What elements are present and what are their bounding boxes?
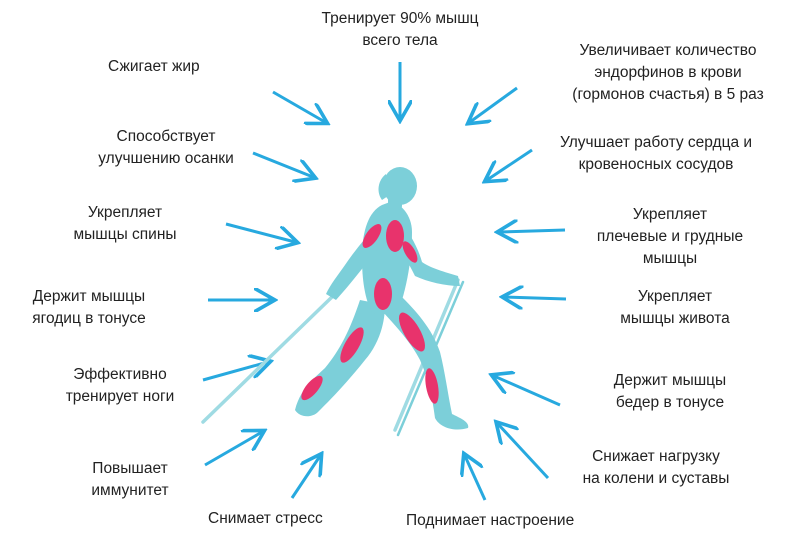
label-abs: Укрепляет мышцы живота bbox=[600, 286, 750, 330]
arrow-mood bbox=[465, 456, 487, 501]
arrow-back bbox=[225, 222, 295, 242]
nordic-walker-figure-icon bbox=[201, 167, 469, 437]
label-line: Держит мышцы bbox=[32, 288, 146, 305]
label-immunity: Повышает иммунитет bbox=[70, 458, 190, 502]
arrows-group bbox=[202, 62, 567, 501]
label-line: улучшению осанки bbox=[98, 150, 234, 167]
arrow-legs bbox=[202, 362, 268, 382]
label-line: мышцы bbox=[642, 250, 698, 267]
label-line: Укрепляет bbox=[632, 206, 708, 223]
arrow-chest bbox=[500, 230, 566, 232]
label-line: Сжигает жир bbox=[108, 58, 200, 75]
label-line: иммунитет bbox=[91, 482, 169, 499]
label-stress: Снимает стресс bbox=[208, 508, 323, 530]
label-line: плечевые и грудные bbox=[596, 228, 744, 245]
label-chest-muscles: Укрепляет плечевые и грудные мышцы bbox=[580, 204, 760, 270]
label-posture: Способствует улучшению осанки bbox=[86, 126, 246, 170]
arrow-fat bbox=[272, 90, 325, 122]
label-thighs: Держит мышцы бедер в тонусе bbox=[590, 370, 750, 414]
arrow-posture bbox=[252, 151, 313, 177]
arrow-thighs bbox=[494, 376, 561, 407]
label-legs: Эффективно тренирует ноги bbox=[50, 364, 190, 408]
arrow-abs bbox=[505, 297, 567, 299]
label-line: Эффективно bbox=[73, 366, 167, 383]
label-line: бедер в тонусе bbox=[615, 394, 725, 411]
label-burns-fat: Сжигает жир bbox=[108, 56, 200, 78]
label-line: Укрепляет bbox=[637, 288, 713, 305]
label-endorphins: Увеличивает количество эндорфинов в кров… bbox=[548, 40, 788, 106]
label-line: тренирует ноги bbox=[65, 388, 175, 405]
label-line: всего тела bbox=[362, 32, 438, 49]
label-line: ягодиц в тонусе bbox=[32, 310, 146, 327]
arrow-immunity bbox=[204, 432, 262, 467]
arrow-endorphins bbox=[470, 86, 518, 122]
label-line: Снижает нагрузку bbox=[592, 448, 720, 465]
label-line: (гормонов счастья) в 5 раз bbox=[572, 86, 764, 103]
label-line: Способствует bbox=[116, 128, 216, 145]
label-mood: Поднимает настроение bbox=[406, 510, 574, 532]
arrow-stress bbox=[290, 456, 320, 499]
arrow-joints bbox=[498, 424, 550, 480]
label-line: Снимает стресс bbox=[208, 510, 323, 527]
label-heart: Улучшает работу сердца и кровеносных сос… bbox=[538, 132, 774, 176]
label-joints: Снижает нагрузку на колени и суставы bbox=[558, 446, 754, 490]
label-line: кровеносных сосудов bbox=[578, 156, 734, 173]
label-line: Улучшает работу сердца и bbox=[559, 134, 753, 151]
label-line: мышцы спины bbox=[73, 226, 177, 243]
label-glutes: Держит мышцы ягодиц в тонусе bbox=[14, 286, 164, 330]
label-line: Повышает bbox=[92, 460, 168, 477]
label-line: на колени и суставы bbox=[582, 470, 730, 487]
label-line: Укрепляет bbox=[87, 204, 163, 221]
label-line: мышцы живота bbox=[620, 310, 730, 327]
label-full-body: Тренирует 90% мышц всего тела bbox=[300, 8, 500, 52]
label-line: Увеличивает количество bbox=[579, 42, 757, 59]
label-line: Поднимает настроение bbox=[406, 512, 575, 529]
arrow-heart bbox=[487, 148, 533, 180]
label-line: Держит мышцы bbox=[613, 372, 727, 389]
label-back-muscles: Укрепляет мышцы спины bbox=[60, 202, 190, 246]
label-line: эндорфинов в крови bbox=[594, 64, 742, 81]
label-line: Тренирует 90% мышц bbox=[321, 10, 479, 27]
